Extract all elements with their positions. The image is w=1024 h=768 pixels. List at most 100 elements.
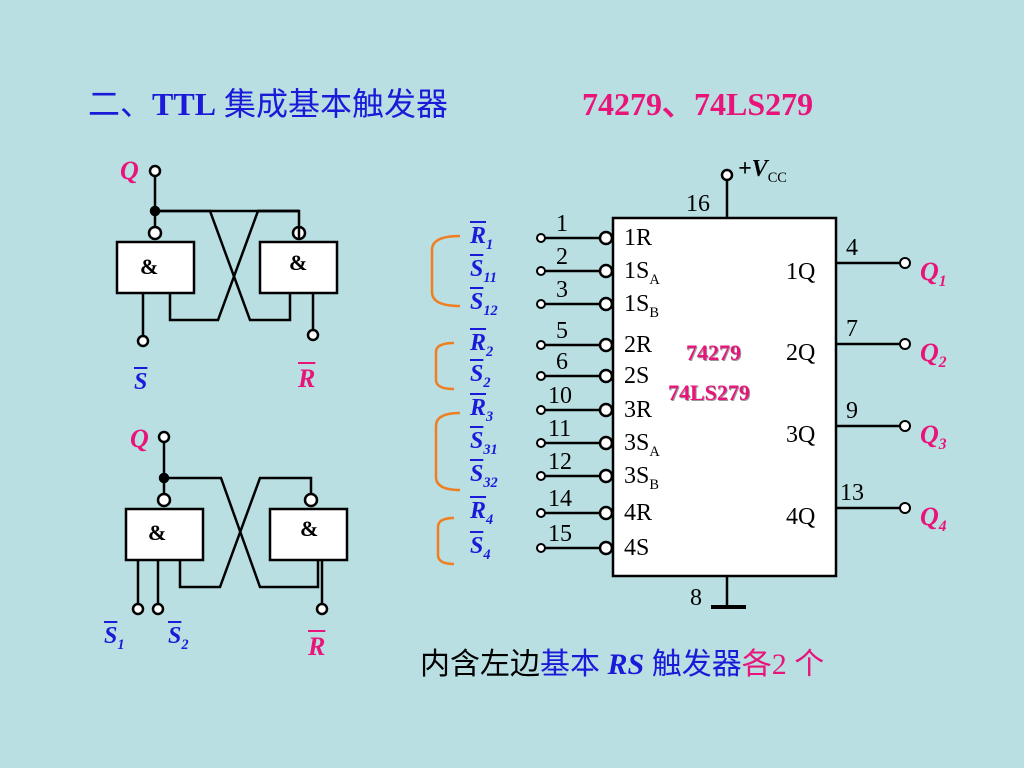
top-q-label: Q [120, 156, 139, 185]
input-bubble [598, 263, 614, 279]
output-pin-number: 4 [846, 235, 858, 261]
ic-chip [611, 168, 838, 609]
input-pin-number: 14 [548, 486, 572, 512]
input-terminal [536, 543, 546, 553]
title-part-numbers: 74279、74LS279 [582, 86, 814, 122]
output-q-label: Q4 [920, 502, 947, 536]
chip-body [611, 216, 838, 578]
slide-title: 二、TTL 集成基本触发器 [88, 88, 448, 120]
vcc-pin-number: 16 [686, 191, 710, 217]
input-terminal [536, 438, 546, 448]
output-pin-name: 2Q [786, 340, 816, 366]
top-left-bubble [147, 225, 163, 241]
input-pin-name: 2S [624, 363, 650, 389]
title-suffix: 集成基本触发器 [216, 86, 449, 122]
output-pin-number: 9 [846, 398, 858, 424]
input-signal-label: R3 [470, 395, 494, 425]
input-pin-number: 6 [556, 349, 568, 375]
input-pin-name: 1R [624, 225, 653, 251]
bottom-right-and-symbol: & [300, 516, 319, 541]
input-signal-label: S4 [470, 533, 491, 563]
chip-name-74ls279: 74LS279 [668, 380, 750, 405]
output-terminal [899, 502, 911, 514]
bottom-left-gate [124, 507, 205, 562]
output-pin-name: 1Q [786, 259, 816, 285]
input-bubble [598, 540, 614, 556]
output-q-label: Q2 [920, 338, 947, 372]
input-pin-number: 1 [556, 211, 568, 237]
top-left-and-symbol: & [140, 254, 159, 279]
input-signal-label: S2 [470, 361, 491, 391]
input-pin-name: 3SB [624, 463, 659, 493]
bottom-right-gate [268, 507, 349, 562]
input-signal-label: S11 [470, 256, 497, 286]
input-signal-label: S31 [470, 428, 498, 458]
top-right-and-symbol: & [289, 250, 308, 275]
input-bubble [598, 230, 614, 246]
input-pin-name: 3R [624, 397, 653, 423]
input-pin-number: 5 [556, 318, 568, 344]
input-pin-number: 12 [548, 449, 572, 475]
bottom-left-and-symbol: & [148, 520, 167, 545]
top-latch [115, 164, 339, 348]
top-q-terminal [148, 164, 162, 178]
input-pin-number: 11 [548, 416, 572, 442]
output-terminal [899, 257, 911, 269]
input-terminal [536, 340, 546, 350]
bottom-s1-label: S1 [104, 623, 125, 653]
input-pin-name: 1SB [624, 291, 659, 321]
output-pin-number: 13 [840, 480, 864, 506]
bottom-s2-label: S2 [168, 623, 189, 653]
input-pin-name: 2R [624, 332, 653, 358]
output-terminal [899, 420, 911, 432]
input-signal-label: S32 [470, 461, 498, 491]
gnd-pin-number: 8 [690, 585, 702, 611]
bottom-q-terminal [157, 430, 171, 444]
output-pin-name: 4Q [786, 504, 816, 530]
output-q-label: Q3 [920, 420, 947, 454]
input-pin-number: 3 [556, 277, 568, 303]
output-q-label: Q1 [920, 257, 947, 291]
input-bubble [598, 368, 614, 384]
chip-pins [536, 230, 911, 556]
chip-name-74279: 74279 [686, 340, 741, 365]
input-terminal [536, 371, 546, 381]
input-signal-label: R1 [470, 223, 494, 253]
title-ttl: TTL [152, 86, 217, 122]
input-signal-label: S12 [470, 289, 498, 319]
bottom-r-label: R [308, 632, 326, 661]
input-bubble [598, 402, 614, 418]
input-pin-name: 4R [624, 500, 653, 526]
input-brackets [430, 234, 461, 566]
input-terminal [536, 405, 546, 415]
vcc-label: +VCC [738, 156, 787, 186]
title-prefix: 二、 [88, 86, 153, 122]
input-terminal [536, 508, 546, 518]
input-bubble [598, 435, 614, 451]
input-signal-label: R2 [470, 330, 494, 360]
output-pin-name: 3Q [786, 422, 816, 448]
input-bubble [598, 337, 614, 353]
output-terminal [899, 338, 911, 350]
input-terminal [536, 471, 546, 481]
input-signal-label: R4 [470, 498, 494, 528]
input-terminal [536, 299, 546, 309]
top-right-gate [258, 240, 339, 295]
input-bubble [598, 505, 614, 521]
output-pin-number: 7 [846, 316, 858, 342]
top-left-gate [115, 240, 196, 295]
bottom-latch [124, 430, 349, 616]
input-pin-number: 10 [548, 383, 572, 409]
input-pin-name: 3SA [624, 430, 660, 460]
input-pin-number: 15 [548, 521, 572, 547]
input-pin-number: 2 [556, 244, 568, 270]
input-terminal [536, 266, 546, 276]
input-pin-name: 4S [624, 535, 650, 561]
top-r-label: R [298, 364, 316, 393]
input-terminal [536, 233, 546, 243]
input-bubble [598, 296, 614, 312]
input-bubble [598, 468, 614, 484]
footer-note: 内含左边基本 RS 触发器各2 个 [420, 648, 825, 681]
